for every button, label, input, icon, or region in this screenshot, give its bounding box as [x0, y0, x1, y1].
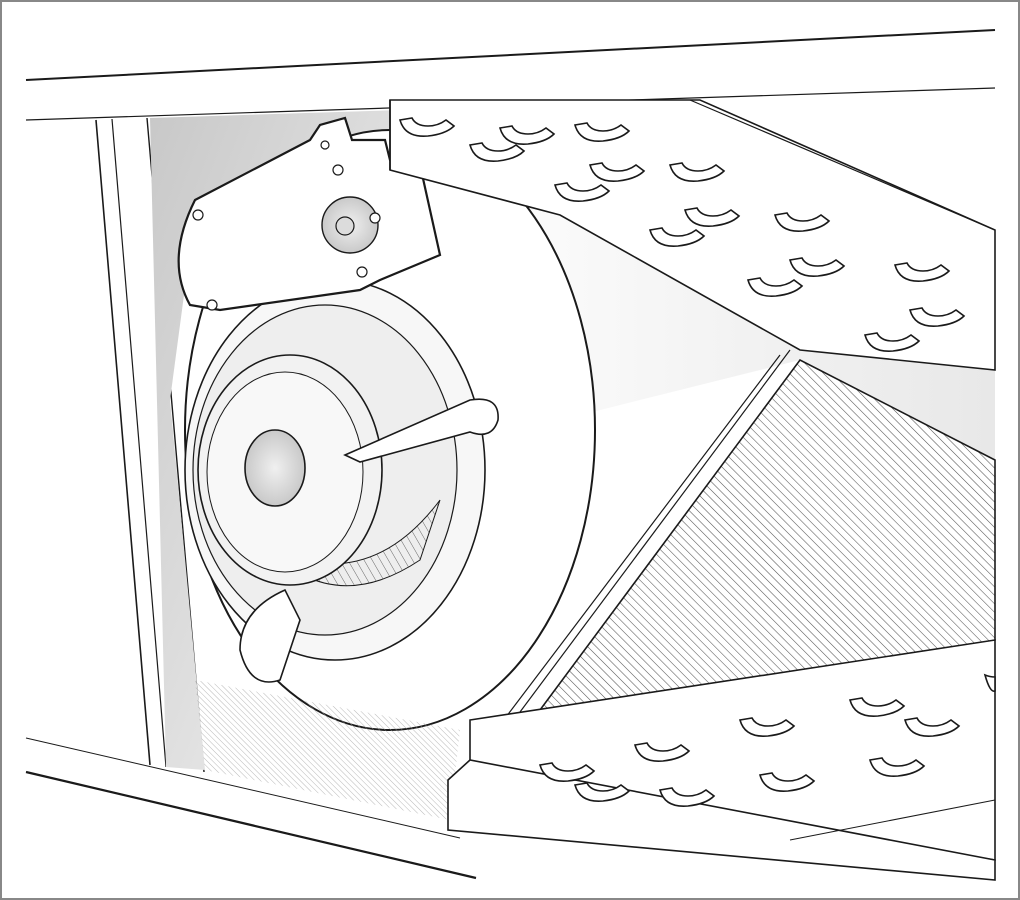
motor-mount-bracket — [177, 116, 442, 312]
coil-return-bends-upper — [398, 117, 966, 352]
motor-arm-bottom — [239, 588, 301, 683]
blower-motor — [197, 354, 499, 683]
motor-arm-right — [343, 398, 499, 463]
cabinet-floor — [195, 680, 460, 820]
coil-return-bends-lower — [538, 673, 996, 807]
motor-hub — [244, 429, 306, 507]
